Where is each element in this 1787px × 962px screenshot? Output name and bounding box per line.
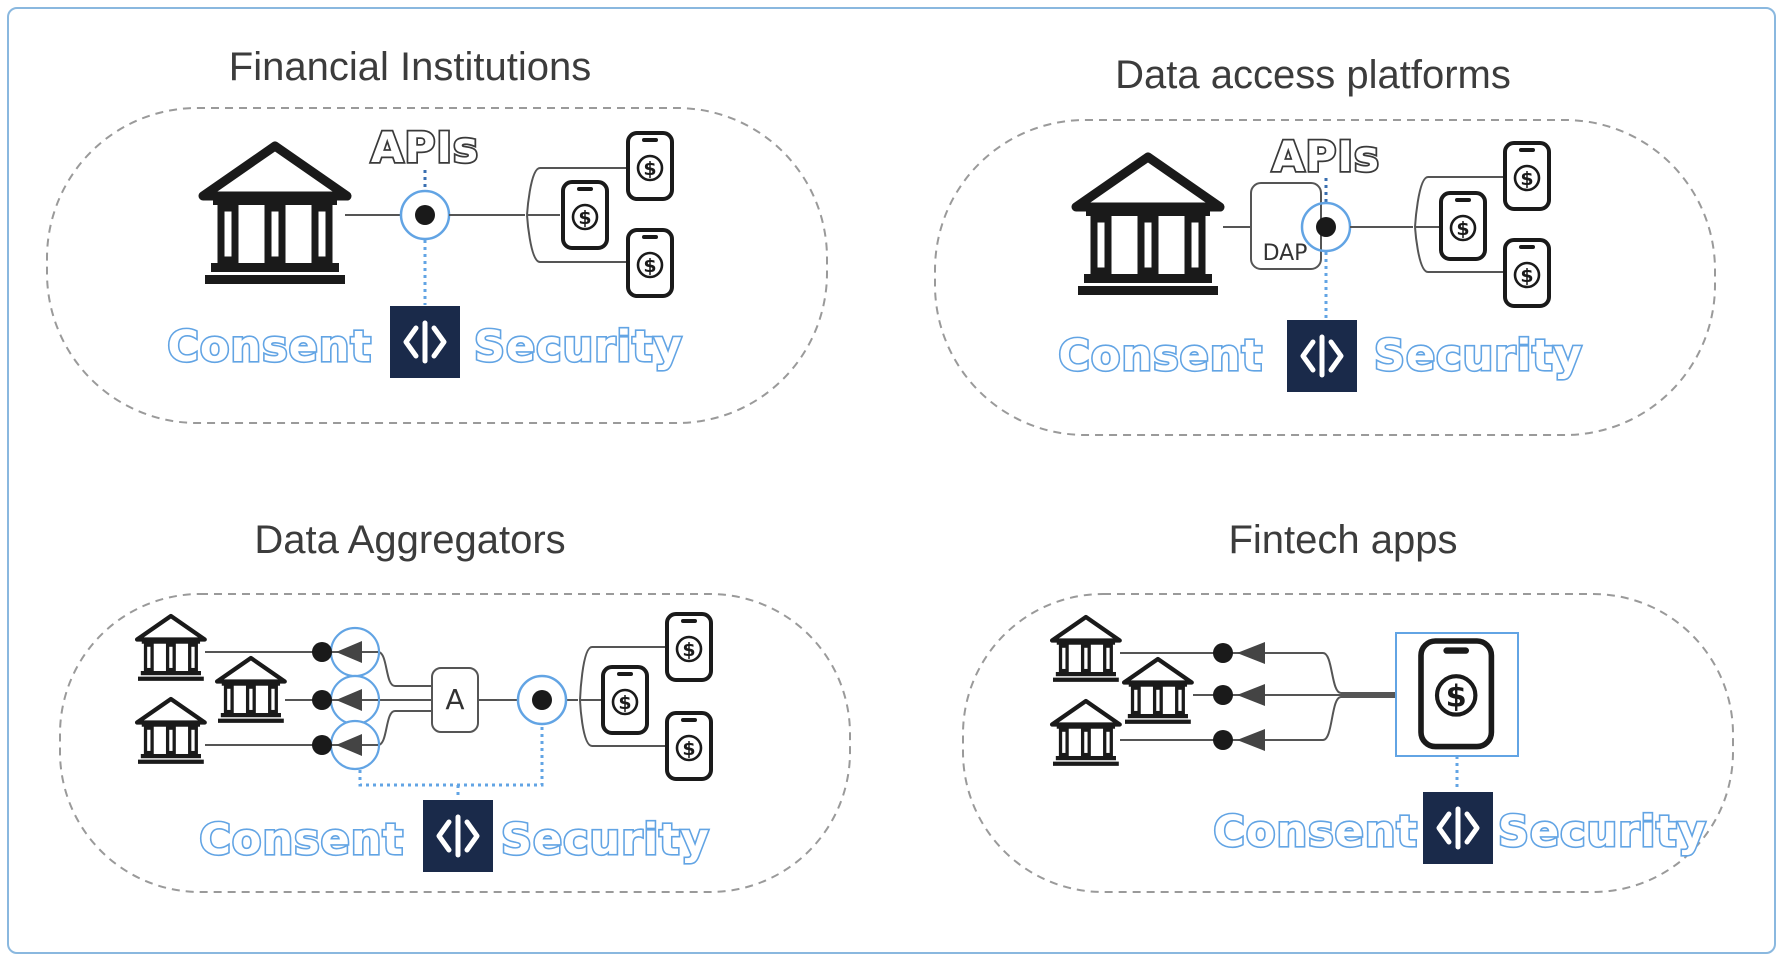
api-endpoint-dot bbox=[532, 690, 552, 710]
bank-icon bbox=[137, 699, 205, 764]
consent-label: Consent bbox=[199, 815, 404, 865]
dashed-boundary bbox=[962, 593, 1734, 893]
dashed-boundary bbox=[934, 119, 1716, 436]
consent-label: Consent bbox=[1058, 331, 1263, 381]
security-label: Security bbox=[1498, 807, 1707, 857]
bank-icon bbox=[1076, 157, 1220, 295]
dashed-boundary bbox=[46, 107, 828, 424]
security-label: Security bbox=[474, 322, 683, 372]
dashed-boundary bbox=[59, 593, 851, 893]
svg-text:$: $ bbox=[1446, 680, 1467, 715]
mobile-app-icon bbox=[626, 131, 674, 201]
apis-label: APIs bbox=[371, 123, 479, 172]
consent-label: Consent bbox=[167, 322, 372, 372]
aggregator-label: A bbox=[445, 683, 464, 716]
code-logo-icon bbox=[423, 800, 493, 872]
apis-label: APIs bbox=[1272, 132, 1380, 181]
panel-data-access-platforms: Data access platforms DAP APIs Consent S… bbox=[893, 0, 1786, 481]
panel-title: Data Aggregators bbox=[254, 518, 565, 562]
panel-fintech-apps: Fintech apps $ Consent Security bbox=[893, 481, 1786, 962]
mobile-app-icon bbox=[665, 612, 713, 682]
code-logo-icon bbox=[1287, 320, 1357, 392]
mobile-app-icon bbox=[1439, 191, 1487, 261]
consent-label: Consent bbox=[1213, 807, 1418, 857]
fintech-connectors bbox=[1213, 642, 1265, 751]
mobile-app-icon bbox=[601, 665, 649, 735]
consent-link bbox=[358, 726, 544, 799]
mobile-app-icon bbox=[561, 180, 609, 250]
mobile-app-icon bbox=[626, 228, 674, 298]
panel-title: Data access platforms bbox=[1115, 53, 1511, 97]
panel-data-aggregators: Data Aggregators A Consent Security bbox=[0, 481, 893, 962]
mobile-app-icon bbox=[1503, 141, 1551, 211]
bank-icon bbox=[1124, 659, 1192, 724]
security-label: Security bbox=[501, 815, 710, 865]
bank-icon bbox=[217, 658, 285, 723]
code-logo-icon bbox=[390, 306, 460, 378]
panel-financial-institutions: $ Financial Institutions APIs Consent Se… bbox=[0, 0, 893, 481]
api-endpoint-dot bbox=[1316, 217, 1336, 237]
security-label: Security bbox=[1374, 331, 1583, 381]
mobile-app-icon bbox=[665, 711, 713, 781]
panel-title: Financial Institutions bbox=[229, 45, 591, 89]
dap-label: DAP bbox=[1263, 241, 1308, 266]
bank-icon bbox=[1052, 701, 1120, 766]
bank-icon bbox=[203, 146, 347, 284]
bank-icon bbox=[1052, 617, 1120, 682]
diagram-frame bbox=[7, 7, 1776, 954]
code-logo-icon bbox=[1423, 792, 1493, 864]
aggregator-connectors bbox=[312, 626, 381, 771]
fintech-app-phone-icon: $ bbox=[1418, 638, 1495, 750]
panel-title: Fintech apps bbox=[1228, 518, 1457, 562]
mobile-app-icon bbox=[1503, 238, 1551, 308]
api-endpoint-dot bbox=[415, 205, 435, 225]
bank-icon bbox=[137, 616, 205, 681]
